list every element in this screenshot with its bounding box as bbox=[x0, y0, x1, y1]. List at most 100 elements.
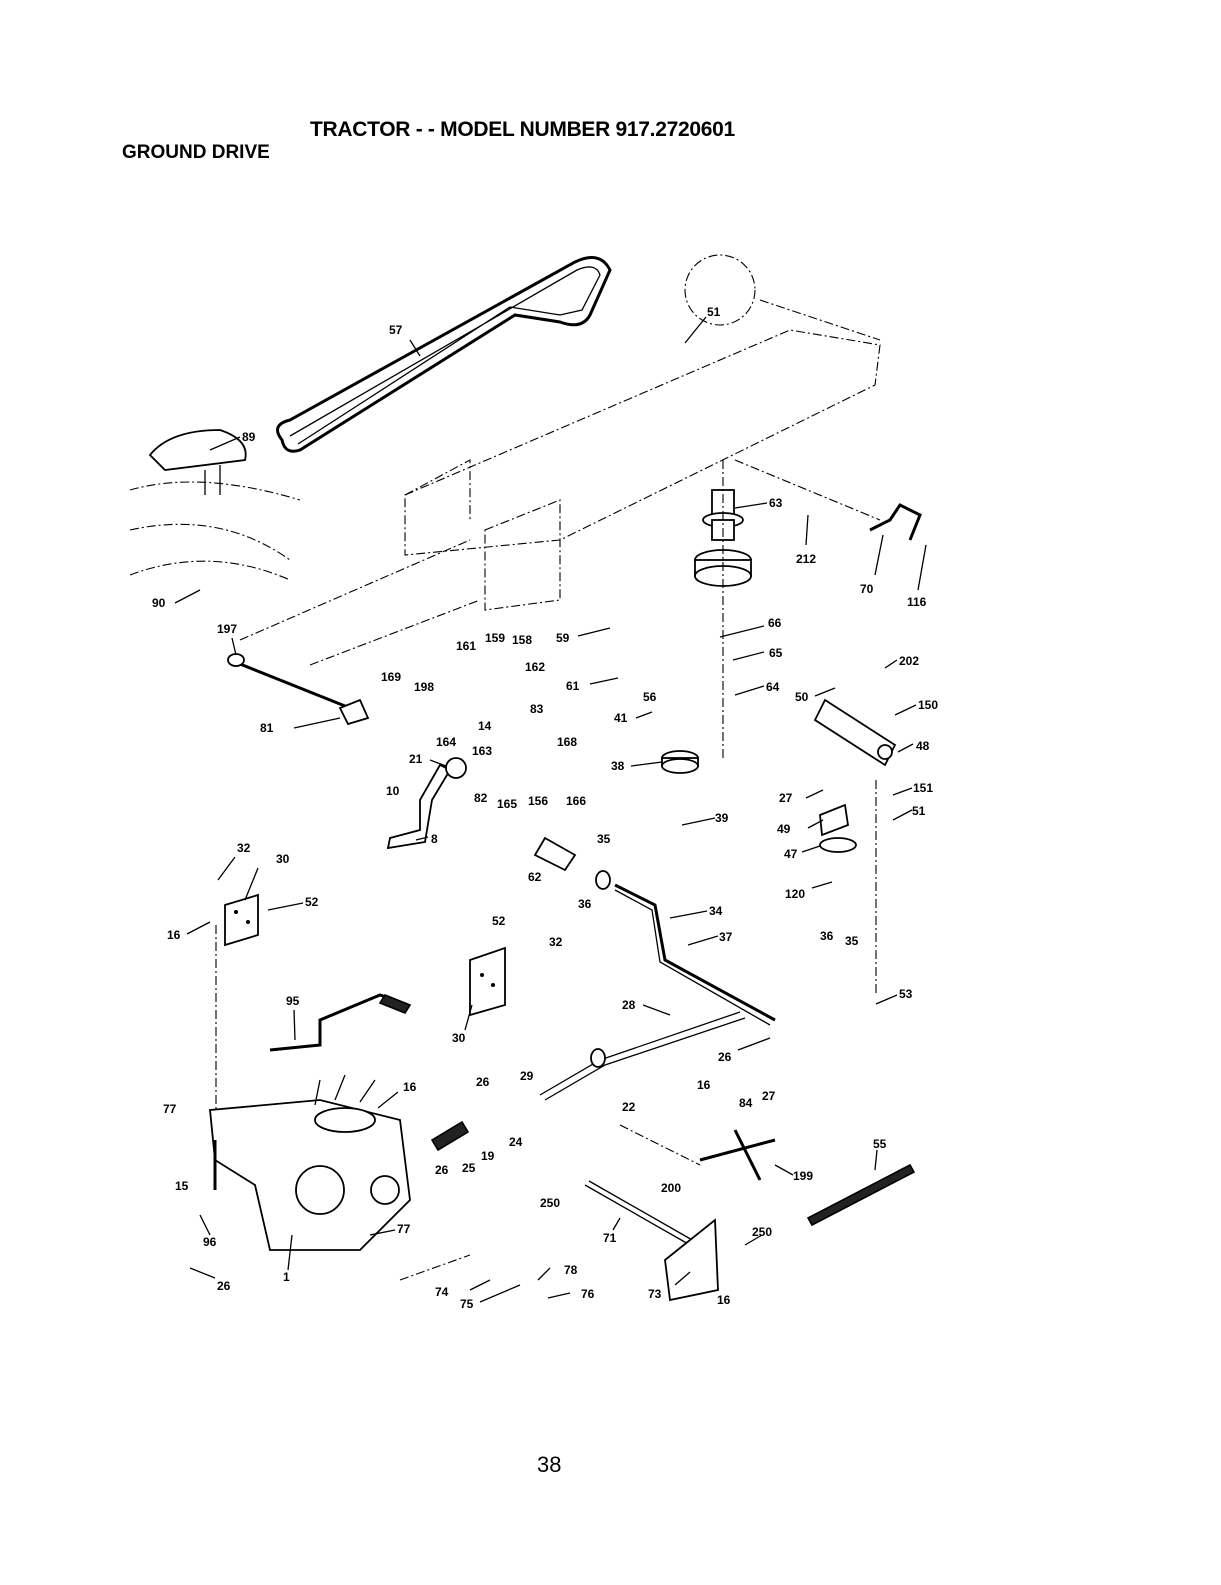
callout-32-left: 32 bbox=[237, 841, 251, 855]
callout-158: 158 bbox=[512, 633, 532, 647]
callout-53: 53 bbox=[899, 987, 913, 1001]
callout-16-right: 16 bbox=[697, 1078, 711, 1092]
callout-30-right: 30 bbox=[452, 1031, 466, 1045]
callout-8: 8 bbox=[431, 832, 438, 846]
callout-57: 57 bbox=[389, 323, 403, 337]
idler-bracket-48 bbox=[813, 698, 897, 853]
callout-28: 28 bbox=[622, 998, 636, 1012]
callout-48: 48 bbox=[916, 739, 930, 753]
callout-151: 151 bbox=[913, 781, 933, 795]
callout-22: 22 bbox=[622, 1100, 636, 1114]
callout-165: 165 bbox=[497, 797, 517, 811]
callout-49: 49 bbox=[777, 822, 791, 836]
callout-166: 166 bbox=[566, 794, 586, 808]
callout-70: 70 bbox=[860, 582, 874, 596]
callout-29: 29 bbox=[520, 1069, 534, 1083]
callout-83: 83 bbox=[530, 702, 544, 716]
callout-36: 36 bbox=[578, 897, 592, 911]
callout-95: 95 bbox=[286, 994, 300, 1008]
callout-16-mid: 16 bbox=[403, 1080, 417, 1094]
callout-59: 59 bbox=[556, 631, 570, 645]
callout-24: 24 bbox=[509, 1135, 523, 1149]
callout-10: 10 bbox=[386, 784, 400, 798]
callout-77-top: 77 bbox=[163, 1102, 177, 1116]
bracket-30-left bbox=[224, 893, 259, 947]
callout-84: 84 bbox=[739, 1096, 753, 1110]
callout-168: 168 bbox=[557, 735, 577, 749]
spring-25 bbox=[430, 1120, 470, 1152]
bracket-30-right bbox=[469, 946, 506, 1017]
bracket-73 bbox=[664, 1218, 719, 1302]
callout-197: 197 bbox=[217, 622, 237, 636]
callout-64: 64 bbox=[766, 680, 780, 694]
callout-198: 198 bbox=[414, 680, 434, 694]
callout-161: 161 bbox=[456, 639, 476, 653]
callout-32-right: 32 bbox=[549, 935, 563, 949]
lever-8 bbox=[386, 763, 452, 850]
drive-belt-57 bbox=[276, 256, 612, 453]
rod-70 bbox=[869, 503, 922, 541]
callout-19: 19 bbox=[481, 1149, 495, 1163]
callout-35: 35 bbox=[597, 832, 611, 846]
callout-26-mid: 26 bbox=[435, 1163, 449, 1177]
callout-50: 50 bbox=[795, 690, 809, 704]
callout-164: 164 bbox=[436, 735, 456, 749]
spring-55 bbox=[806, 1163, 916, 1227]
callout-76: 76 bbox=[581, 1287, 595, 1301]
callout-150: 150 bbox=[918, 698, 938, 712]
leader-lines bbox=[174, 316, 927, 1303]
callout-47: 47 bbox=[784, 847, 798, 861]
callout-66: 66 bbox=[768, 616, 782, 630]
callout-51: 51 bbox=[707, 305, 721, 319]
callout-34: 34 bbox=[709, 904, 723, 918]
callout-116: 116 bbox=[907, 595, 927, 609]
callout-89: 89 bbox=[242, 430, 256, 444]
callout-27-lower: 27 bbox=[762, 1089, 776, 1103]
callout-38: 38 bbox=[611, 759, 625, 773]
page-number: 38 bbox=[537, 1452, 562, 1477]
callout-labels: 57 51 89 63 212 70 116 90 197 161 159 15… bbox=[152, 305, 938, 1311]
callout-35-right: 35 bbox=[845, 934, 859, 948]
callout-202: 202 bbox=[899, 654, 919, 668]
callout-200: 200 bbox=[661, 1181, 681, 1195]
callout-62: 62 bbox=[528, 870, 542, 884]
callout-212: 212 bbox=[796, 552, 816, 566]
shaft-84 bbox=[699, 1129, 776, 1181]
transaxle-1 bbox=[209, 1074, 411, 1251]
knob-21 bbox=[445, 757, 467, 779]
callout-55: 55 bbox=[873, 1137, 887, 1151]
callout-250-left: 250 bbox=[540, 1196, 560, 1210]
callout-120: 120 bbox=[785, 887, 805, 901]
callout-162: 162 bbox=[525, 660, 545, 674]
callout-16-left: 16 bbox=[167, 928, 181, 942]
callout-37: 37 bbox=[719, 930, 733, 944]
callout-75: 75 bbox=[460, 1297, 474, 1311]
callout-65: 65 bbox=[769, 646, 783, 660]
idler-pulley-assembly-63 bbox=[694, 460, 752, 760]
callout-156: 156 bbox=[528, 794, 548, 808]
callout-52-right: 52 bbox=[492, 914, 506, 928]
callout-27: 27 bbox=[779, 791, 793, 805]
spacer-62 bbox=[533, 836, 611, 890]
callout-90: 90 bbox=[152, 596, 166, 610]
callout-96: 96 bbox=[203, 1235, 217, 1249]
callout-250-right: 250 bbox=[752, 1225, 772, 1239]
callout-26-top: 26 bbox=[476, 1075, 490, 1089]
callout-41: 41 bbox=[614, 711, 628, 725]
callout-71: 71 bbox=[603, 1231, 617, 1245]
callout-15: 15 bbox=[175, 1179, 189, 1193]
shaft-81 bbox=[227, 653, 370, 726]
rod-71 bbox=[584, 1180, 695, 1246]
callout-52-left: 52 bbox=[305, 895, 319, 909]
callout-169: 169 bbox=[381, 670, 401, 684]
callout-16-bottom: 16 bbox=[717, 1293, 731, 1307]
callout-82: 82 bbox=[474, 791, 488, 805]
callout-36-right: 36 bbox=[820, 929, 834, 943]
page-title: TRACTOR - - MODEL NUMBER 917.2720601 bbox=[310, 118, 735, 141]
callout-74: 74 bbox=[435, 1285, 449, 1299]
callout-199: 199 bbox=[793, 1169, 813, 1183]
callout-1: 1 bbox=[283, 1270, 290, 1284]
callout-51-lower: 51 bbox=[912, 804, 926, 818]
